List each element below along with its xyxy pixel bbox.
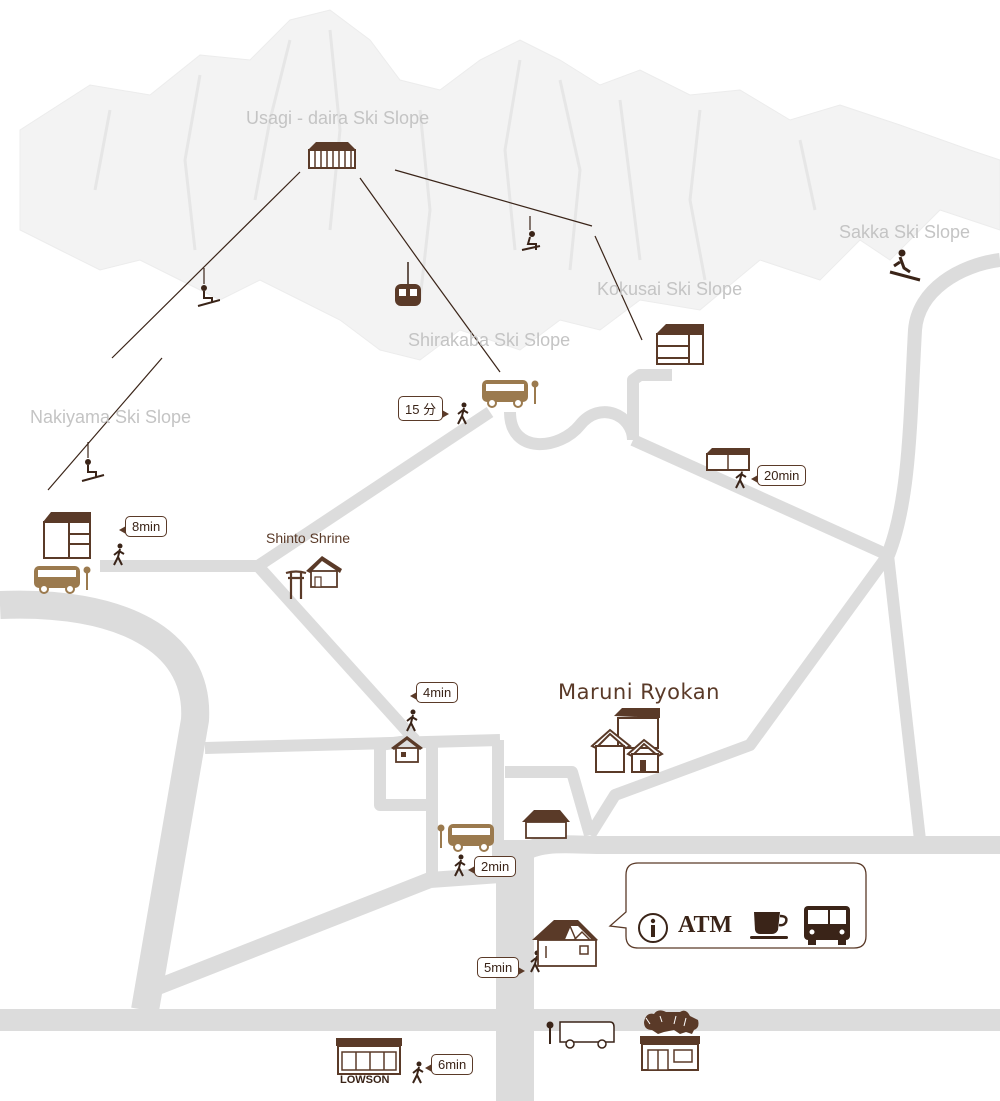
mountain-snow-streaks bbox=[93, 29, 817, 301]
snowboarder-icon bbox=[889, 249, 921, 282]
label-nakiyama-ski-slope: Nakiyama Ski Slope bbox=[30, 407, 192, 427]
east-main-road bbox=[514, 835, 1000, 863]
bus-icon bbox=[34, 566, 91, 594]
label-sakka-ski-slope: Sakka Ski Slope bbox=[839, 222, 971, 242]
walk-time-info-center: 5min bbox=[477, 957, 526, 978]
nakiyama-lodge-icon bbox=[43, 512, 91, 559]
label-usagi-daira-ski-slope: Usagi - daira Ski Slope bbox=[246, 108, 430, 128]
road-east-vertical bbox=[882, 554, 926, 841]
label-shirakaba-ski-slope: Shirakaba Ski Slope bbox=[408, 330, 571, 350]
town-cross-road bbox=[204, 734, 501, 754]
walker-icon bbox=[457, 402, 469, 425]
label-kokusai-ski-slope: Kokusai Ski Slope bbox=[597, 279, 743, 299]
lift-lines bbox=[47, 169, 643, 491]
road-to-kokusai bbox=[627, 369, 672, 440]
ski-lodge-icon bbox=[308, 142, 356, 169]
road-shrine-to-shirakaba bbox=[254, 407, 494, 571]
walk-time-kokusai: 20min bbox=[750, 465, 807, 486]
road-to-sakka bbox=[881, 253, 1000, 558]
walker-icon bbox=[454, 854, 466, 877]
diagonal-southwest-road bbox=[147, 867, 501, 998]
bus-icon bbox=[482, 380, 539, 408]
road-to-northeast bbox=[584, 551, 893, 839]
walk-time-lowson: 6min bbox=[424, 1054, 474, 1075]
info-center-icon bbox=[532, 920, 598, 967]
walker-icon bbox=[406, 709, 418, 732]
walk-time-nakiyama: 8min bbox=[118, 516, 168, 537]
main-road-west-curve bbox=[0, 590, 210, 1013]
bus-outline-icon bbox=[546, 1021, 615, 1049]
road-network bbox=[0, 253, 1000, 1101]
small-building-icon bbox=[706, 448, 750, 471]
house-icon bbox=[391, 736, 423, 763]
gondola-icon bbox=[395, 262, 421, 306]
coffee-cup-icon bbox=[750, 912, 788, 939]
road-kokusai-to-junction bbox=[630, 434, 891, 561]
lowson-store-icon bbox=[336, 1038, 402, 1075]
label-maruni-ryokan: Maruni Ryokan bbox=[558, 680, 720, 704]
chairlift-icon bbox=[197, 268, 220, 307]
town-loop bbox=[374, 734, 432, 811]
label-shinto-shrine: Shinto Shrine bbox=[266, 530, 351, 546]
road-shrine-to-town bbox=[253, 561, 420, 745]
info-services-bubble bbox=[608, 862, 867, 949]
road-shirakaba-kokusai bbox=[504, 406, 639, 450]
label-lowson: LOWSON bbox=[340, 1074, 390, 1086]
shop-with-statue-icon bbox=[640, 1010, 700, 1071]
walk-time-bus-stop: 2min bbox=[467, 856, 517, 877]
info-icon bbox=[638, 913, 668, 943]
walk-time-shrine-area: 4min bbox=[409, 682, 459, 703]
chairlift-icon bbox=[521, 216, 541, 251]
walker-icon bbox=[412, 1061, 424, 1084]
maruni-ryokan-icon bbox=[590, 708, 664, 773]
walker-icon bbox=[113, 543, 125, 566]
bus-icon bbox=[437, 824, 494, 852]
road-ryokan-block bbox=[505, 766, 596, 837]
kokusai-lodge-icon bbox=[656, 324, 704, 365]
chairlift-icon bbox=[81, 442, 105, 482]
shinto-shrine-icon bbox=[285, 556, 342, 599]
atm-label: ATM bbox=[678, 912, 733, 938]
building-icon bbox=[522, 810, 570, 839]
walk-time-shirakaba: 15 分 bbox=[398, 396, 450, 421]
bus-front-icon bbox=[804, 906, 850, 945]
